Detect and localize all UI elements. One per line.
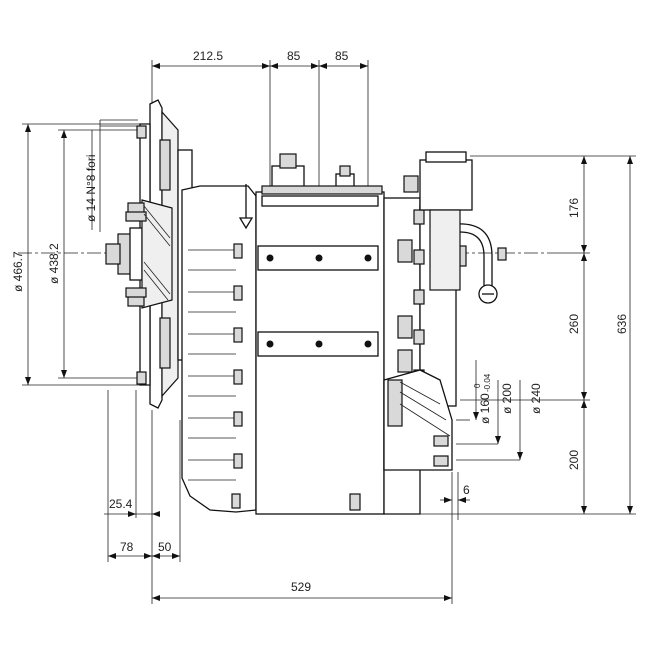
dim-85-left: 85 [287, 49, 301, 63]
dim-tol-lower: -0.04 [483, 373, 492, 392]
dim-tol-upper: 0 [473, 383, 482, 388]
dim-50: 50 [158, 540, 172, 554]
dim-dia-240: ø 240 [529, 383, 543, 414]
dim-dia-466-7: ø 466.7 [11, 251, 25, 292]
dim-636: 636 [615, 314, 629, 334]
dim-dia-200: ø 200 [500, 383, 514, 414]
flange-coupling [105, 99, 193, 409]
output-section [383, 151, 507, 515]
dim-6: 6 [463, 483, 470, 497]
dim-78: 78 [120, 540, 134, 554]
dim-529: 529 [291, 580, 311, 594]
dim-dia-438-2: ø 438.2 [47, 243, 61, 284]
dim-176: 176 [567, 198, 581, 218]
dim-212-5: 212.5 [193, 49, 223, 63]
top-dimensions: 212.5 85 85 [151, 49, 369, 262]
dim-dia-160: ø 160 [478, 393, 492, 424]
dim-25-4: 25.4 [109, 497, 133, 511]
dim-260: 260 [567, 314, 581, 334]
main-housing [181, 153, 385, 515]
dim-200: 200 [567, 450, 581, 470]
left-diameter-dimensions: ø 466.7 ø 438.2 ø 14 N°8 fori [11, 119, 560, 386]
bottom-dimensions: 25.4 78 50 529 [104, 390, 453, 604]
dim-holes: ø 14 N°8 fori [84, 155, 98, 223]
right-dimensions: 176 260 636 200 ø 160 0 -0.04 ø 200 ø 24… [440, 155, 636, 520]
dim-85-right: 85 [335, 49, 349, 63]
